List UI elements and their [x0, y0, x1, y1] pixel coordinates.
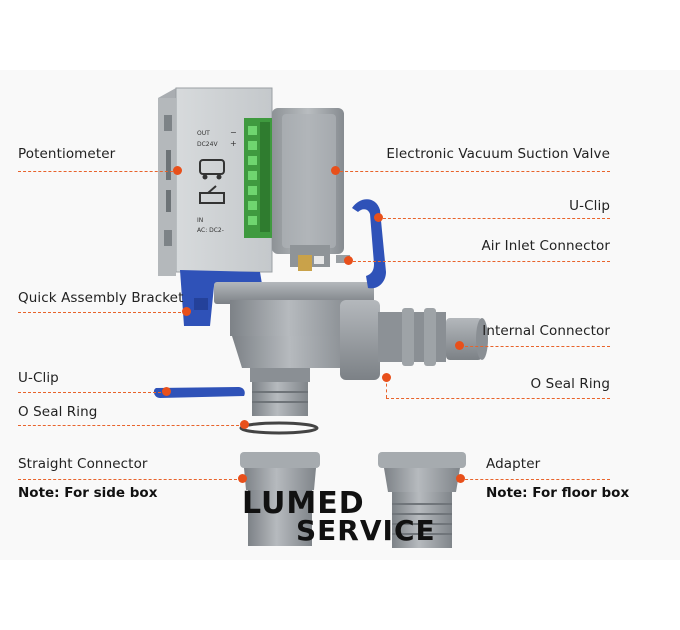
leader-air-inlet: [348, 261, 610, 262]
label-potentiometer: Potentiometer: [18, 146, 116, 162]
callout-dot-u-clip-right: [374, 213, 383, 222]
leader-straight-connector: [18, 479, 242, 480]
callout-dot-internal-connector: [455, 341, 464, 350]
leader-o-seal-left: [18, 425, 244, 426]
u-clip-left: [153, 387, 245, 398]
leader-o-seal-right: [386, 398, 610, 399]
callout-dot-valve: [331, 166, 340, 175]
leader-u-clip-left: [18, 392, 166, 393]
out-text: OUT: [197, 130, 210, 137]
logo-line-2: SERVICE: [296, 514, 436, 547]
callout-dot-potentiometer: [173, 166, 182, 175]
control-box: OUT DC24V − + IN AC: DC2-: [158, 87, 273, 276]
leader-o-seal-right-vertical: [386, 378, 387, 398]
adapter: [378, 452, 466, 548]
label-adapter: Adapter: [486, 456, 541, 472]
plus-text: +: [230, 139, 237, 148]
callout-dot-u-clip-left: [162, 387, 171, 396]
leader-bracket: [18, 312, 186, 313]
label-internal-connector: Internal Connector: [482, 323, 610, 339]
label-o-seal-ring-right: O Seal Ring: [530, 376, 610, 392]
leader-internal-connector: [460, 346, 610, 347]
callout-dot-bracket: [182, 307, 191, 316]
label-quick-assembly-bracket: Quick Assembly Bracket: [18, 290, 184, 306]
callout-dot-o-seal-right: [382, 373, 391, 382]
leader-potentiometer: [18, 171, 178, 172]
in-text: IN: [197, 217, 203, 224]
straight-connector: [240, 452, 320, 546]
logo-line-1: LUMED: [242, 486, 365, 521]
label-u-clip-left: U-Clip: [18, 370, 59, 386]
note-side-box: Note: For side box: [18, 485, 158, 501]
callout-dot-adapter: [456, 474, 465, 483]
solenoid-valve: [272, 108, 350, 271]
dc24v-text: DC24V: [197, 141, 218, 148]
label-electronic-vacuum-suction-valve: Electronic Vacuum Suction Valve: [386, 146, 610, 162]
u-clip-right: [352, 199, 386, 289]
leader-valve: [335, 171, 610, 172]
label-u-clip-right: U-Clip: [569, 198, 610, 214]
internal-connector: [378, 308, 488, 366]
label-o-seal-ring-left: O Seal Ring: [18, 404, 98, 420]
label-straight-connector: Straight Connector: [18, 456, 148, 472]
ac-dc-text: AC: DC2-: [197, 227, 224, 234]
o-seal-ring-left: [239, 421, 319, 435]
leader-adapter: [460, 479, 610, 480]
valve-body: [214, 282, 380, 416]
callout-dot-air-inlet: [344, 256, 353, 265]
callout-dot-o-seal-left: [240, 420, 249, 429]
minus-text: −: [230, 128, 237, 137]
callout-dot-straight-connector: [238, 474, 247, 483]
label-air-inlet-connector: Air Inlet Connector: [481, 238, 610, 254]
leader-u-clip-right: [378, 218, 610, 219]
note-floor-box: Note: For floor box: [486, 485, 630, 501]
